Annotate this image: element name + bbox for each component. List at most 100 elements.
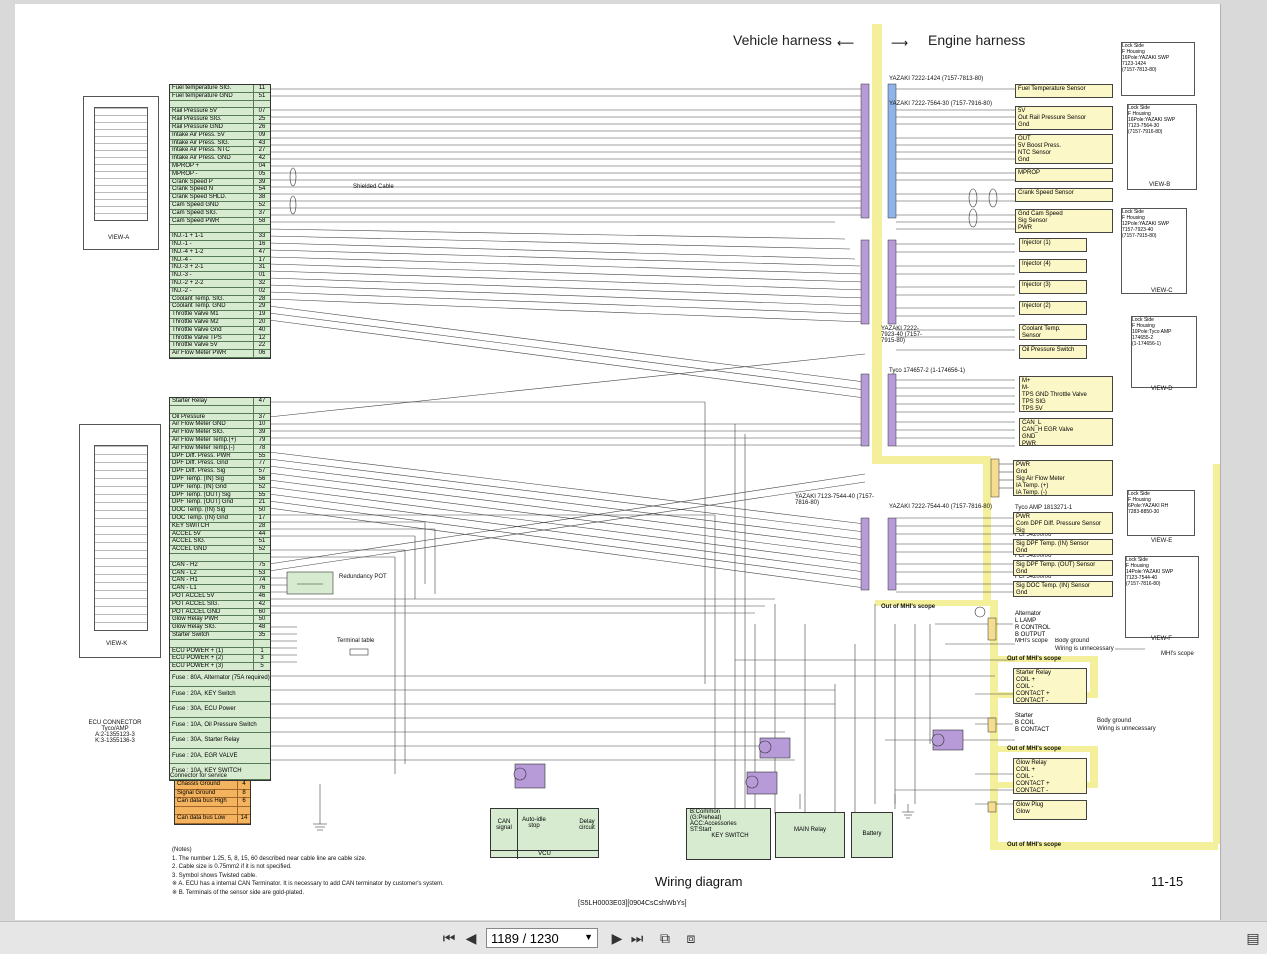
pin-name: DPF Temp. (IN) Gnd	[172, 483, 227, 490]
component-line: Gnd	[1016, 469, 1028, 475]
pin-name: Crank Speed P	[172, 178, 213, 185]
pin-row: MPROP +04	[170, 162, 270, 171]
out-of-scope-label-2: Out of MHI's scope	[1007, 656, 1062, 662]
component-line: Gnd Cam Speed	[1018, 211, 1063, 217]
mhis-scope-label-2: MHI's scope	[1161, 651, 1194, 657]
oil-pressure-switch: Oil Pressure Switch	[1019, 345, 1087, 359]
next-page-icon[interactable]: ▶	[611, 929, 623, 946]
prev-page-icon[interactable]: ◀	[465, 929, 477, 946]
wiring-diagram	[268, 24, 1220, 850]
component-line: Glow	[1016, 809, 1030, 815]
body-ground-label-2: Body ground	[1097, 718, 1132, 724]
pin-row: Intake Air Press. SIG.43	[170, 139, 270, 148]
pin-name: Rail Pressure 5V	[172, 108, 218, 115]
component-line: CAN_L	[1022, 420, 1042, 426]
pin-number: 55	[253, 452, 270, 460]
component-line: CONTACT +	[1016, 691, 1050, 697]
page-number: 11-15	[1151, 874, 1184, 889]
single-page-view-icon[interactable]: ⧈	[686, 929, 696, 946]
auto-idle-cell: Auto-idle stop	[522, 817, 546, 829]
component-line: Out Rail Pressure Sensor	[1018, 115, 1087, 121]
pin-number: 46	[253, 592, 270, 600]
key-switch-line: ST:Start	[690, 827, 712, 833]
pin-name: Air Flow Meter Temp.(-)	[172, 444, 235, 451]
pin-number: 37	[253, 209, 270, 217]
component-line: GND	[1022, 434, 1036, 440]
pin-name: CAN - L2	[172, 569, 197, 576]
pin-number: 09	[253, 131, 270, 139]
injector-3: Injector (3)	[1019, 280, 1087, 294]
document-page: Vehicle harness ⟵ ⟶ Engine harness VIEW-…	[15, 4, 1221, 920]
key-switch-line: B:Common	[690, 809, 721, 815]
component-line: M-	[1022, 385, 1029, 391]
can-signal-cell: CAN signal	[491, 809, 518, 859]
pin-number: 04	[253, 162, 270, 170]
component-line: IA Temp. (-)	[1016, 490, 1047, 496]
sidebar-toggle-icon[interactable]: ▤	[1246, 929, 1260, 946]
component-line: PWR	[1016, 462, 1030, 468]
pin-row: Rail Pressure SIG.25	[170, 116, 270, 124]
component-line: Gnd	[1018, 122, 1030, 128]
pin-number: 78	[253, 444, 270, 452]
component-line: Sensor	[1022, 333, 1042, 339]
component-line: (7157-7816-80)	[1126, 581, 1161, 587]
page-select[interactable]: 1189 / 1230 ▼	[486, 928, 598, 948]
view-d-label: VIEW-D	[1151, 386, 1173, 392]
injector-2: Injector (2)	[1019, 301, 1087, 315]
pin-number: 47	[253, 248, 270, 256]
pin-number: 19	[253, 311, 270, 318]
pin-number: 77	[253, 460, 270, 468]
pin-number: 29	[253, 303, 270, 311]
pin-number: 39	[253, 178, 270, 186]
diagram-title: Wiring diagram	[655, 874, 743, 889]
pin-name	[170, 225, 253, 232]
pin-number: 26	[253, 123, 270, 131]
pin-number: 05	[253, 170, 270, 178]
pin-number: 76	[253, 585, 270, 592]
component-line: Sig	[1016, 528, 1025, 534]
key-switch-line: (G:Preheat)	[690, 815, 722, 821]
fuse-row: Fuse : 10A, KEY SWITCH	[170, 764, 270, 780]
component-line: CONTACT -	[1016, 788, 1049, 794]
pin-name	[170, 554, 253, 561]
vcu-box: CAN signal Auto-idle stop Delay circuit …	[490, 808, 599, 859]
pin-name: DPF Diff. Press. Gnd	[172, 460, 228, 467]
pin-number: 42	[253, 155, 270, 162]
pin-row: INJ.-3 -01	[170, 272, 270, 280]
component-line: COIL -	[1016, 774, 1034, 780]
service-pin: 4	[237, 781, 250, 789]
component-line: CAN_H EGR Valve	[1022, 427, 1074, 433]
component-line: PWR	[1018, 225, 1032, 231]
last-page-icon[interactable]: ⏭	[630, 929, 644, 946]
pin-name: ECU POWER + (3)	[172, 663, 224, 670]
two-page-view-icon[interactable]: ⧉	[660, 929, 670, 946]
pin-number: 17	[253, 514, 270, 522]
first-page-icon[interactable]: ⏮	[442, 929, 456, 946]
component-line: Alternator	[1015, 611, 1042, 617]
viewer-toolbar: ⏮ ◀ 1189 / 1230 ▼ ▶ ⏭ ⧉ ⧈ ▤	[0, 921, 1267, 954]
component-line: Gnd	[1018, 157, 1030, 163]
pin-name: DPF Temp. (OUT) Gnd	[172, 499, 234, 506]
pin-number: 51	[253, 92, 270, 100]
arrow-left-icon: ⟵	[837, 36, 855, 50]
component-line: Starter Relay	[1016, 670, 1052, 676]
component-line: L LAMP	[1015, 618, 1037, 624]
terminal-table-label: Terminal table	[337, 638, 375, 644]
page-display: 1189 / 1230	[491, 930, 559, 946]
pin-number: 20	[253, 318, 270, 326]
doc-code: [S5LH0003E03][0904CsCshWbYs]	[578, 900, 687, 907]
pin-name: Coolant Temp. SIG.	[172, 295, 225, 302]
component-line: COIL -	[1016, 684, 1034, 690]
component-line: TPS SIG	[1022, 399, 1046, 405]
